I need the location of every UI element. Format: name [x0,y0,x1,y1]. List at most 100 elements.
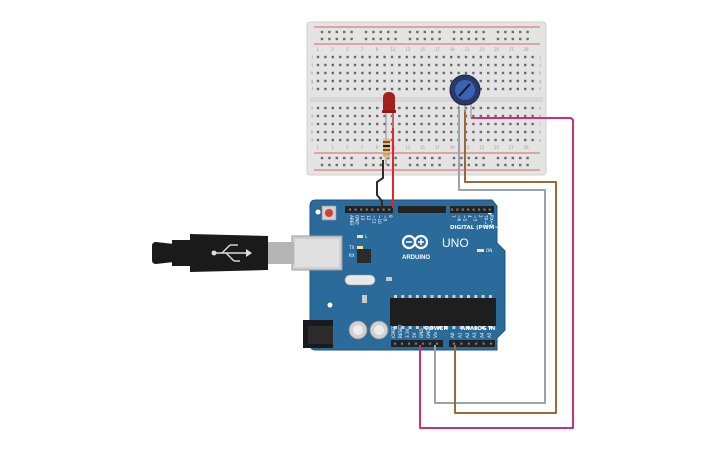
breadboard-hole[interactable] [316,114,320,118]
header-pin[interactable] [467,208,470,211]
breadboard-hole[interactable] [398,122,401,126]
wire-gray[interactable] [434,110,546,404]
breadboard-hole[interactable] [435,63,438,67]
rail-hole[interactable] [416,30,419,34]
breadboard-hole[interactable] [413,106,416,110]
breadboard-hole[interactable] [324,130,327,134]
breadboard-hole[interactable] [435,55,438,59]
breadboard-hole[interactable] [339,79,342,83]
rail-hole[interactable] [460,37,463,41]
breadboard-hole[interactable] [516,87,519,91]
breadboard-hole[interactable] [346,71,349,75]
breadboard-hole[interactable] [353,71,357,75]
red-led[interactable] [382,92,396,128]
breadboard-hole[interactable] [398,138,401,142]
breadboard-hole[interactable] [487,79,490,83]
breadboard-hole[interactable] [316,79,320,83]
breadboard-hole[interactable] [427,87,431,91]
breadboard-hole[interactable] [405,114,408,118]
breadboard-hole[interactable] [450,71,453,75]
breadboard-hole[interactable] [450,55,453,59]
breadboard-hole[interactable] [427,71,431,75]
breadboard-hole[interactable] [376,130,379,134]
breadboard-hole[interactable] [324,63,327,67]
breadboard-hole[interactable] [413,63,416,67]
rail-hole[interactable] [372,156,375,160]
header-pin[interactable] [371,208,374,211]
rail-hole[interactable] [408,30,412,34]
rail-hole[interactable] [343,30,346,34]
breadboard-hole[interactable] [501,63,505,67]
breadboard-hole[interactable] [420,63,423,67]
header-pin[interactable] [414,342,418,345]
rail-hole[interactable] [335,37,338,41]
breadboard-hole[interactable] [353,55,357,59]
header-pin[interactable] [482,342,485,345]
breadboard-hole[interactable] [494,122,497,126]
breadboard-hole[interactable] [346,63,349,67]
breadboard-hole[interactable] [376,63,379,67]
breadboard-hole[interactable] [339,63,342,67]
breadboard-hole[interactable] [516,138,519,142]
breadboard-hole[interactable] [405,106,408,110]
rail-hole[interactable] [423,163,426,167]
breadboard-hole[interactable] [427,122,431,126]
rail-hole[interactable] [452,156,456,160]
rail-hole[interactable] [504,37,507,41]
header-pin[interactable] [393,342,397,345]
rail-hole[interactable] [467,30,470,34]
breadboard-hole[interactable] [361,55,364,59]
rail-hole[interactable] [467,156,470,160]
breadboard-hole[interactable] [442,122,445,126]
breadboard-hole[interactable] [331,122,334,126]
breadboard-hole[interactable] [464,71,468,75]
breadboard-hole[interactable] [435,106,438,110]
breadboard-hole[interactable] [427,79,431,83]
breadboard-hole[interactable] [442,55,445,59]
rail-hole[interactable] [320,30,324,34]
rail-hole[interactable] [394,30,397,34]
breadboard-hole[interactable] [509,79,512,83]
rail-hole[interactable] [364,37,368,41]
breadboard-hole[interactable] [368,122,371,126]
breadboard-hole[interactable] [442,63,445,67]
breadboard-hole[interactable] [368,130,371,134]
breadboard-hole[interactable] [472,114,475,118]
breadboard-hole[interactable] [442,138,445,142]
breadboard-hole[interactable] [524,122,527,126]
header-pin[interactable] [452,342,456,345]
breadboard-hole[interactable] [368,79,371,83]
breadboard-hole[interactable] [442,130,445,134]
breadboard-hole[interactable] [501,79,505,83]
breadboard-hole[interactable] [346,138,349,142]
rail-hole[interactable] [511,163,514,167]
breadboard-hole[interactable] [494,130,497,134]
rail-hole[interactable] [364,156,368,160]
rail-hole[interactable] [328,163,331,167]
breadboard-hole[interactable] [531,63,534,67]
breadboard-hole[interactable] [398,71,401,75]
breadboard-hole[interactable] [405,79,408,83]
rail-hole[interactable] [460,30,463,34]
breadboard-hole[interactable] [316,130,320,134]
breadboard-hole[interactable] [427,55,431,59]
breadboard-hole[interactable] [316,138,320,142]
breadboard-hole[interactable] [420,114,423,118]
rail-hole[interactable] [431,156,434,160]
breadboard-hole[interactable] [487,71,490,75]
breadboard-hole[interactable] [450,130,453,134]
rail-hole[interactable] [438,163,441,167]
rail-hole[interactable] [475,30,478,34]
breadboard-hole[interactable] [405,87,408,91]
resistor[interactable] [383,128,390,165]
header-pin[interactable] [421,342,425,345]
breadboard-hole[interactable] [472,71,475,75]
breadboard-hole[interactable] [390,71,394,75]
rail-hole[interactable] [387,156,390,160]
header-pin[interactable] [477,208,481,211]
breadboard-hole[interactable] [324,55,327,59]
breadboard-hole[interactable] [494,71,497,75]
breadboard-hole[interactable] [516,130,519,134]
header-pin[interactable] [407,342,411,345]
header-pin[interactable] [483,208,486,211]
